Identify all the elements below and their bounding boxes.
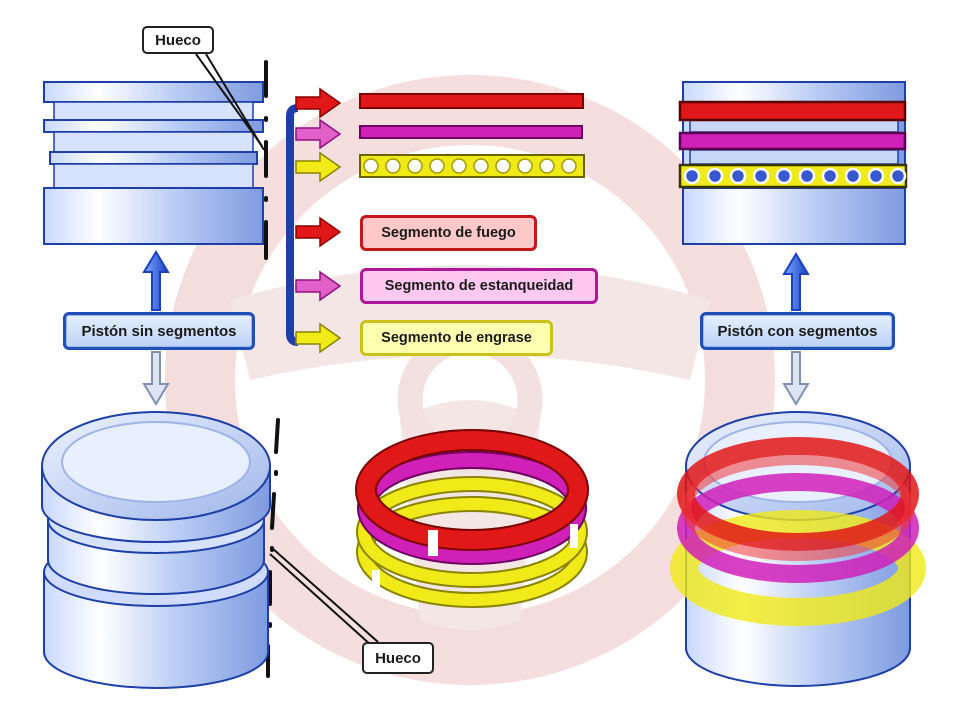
piston-3d-with-rings [670,411,926,687]
seal-ring-label: Segmento de estanqueidad [360,268,598,304]
piston-without-rings-label: Pistón sin segmentos [63,312,255,350]
oil-ring-section [359,154,585,178]
arrow-to-seal-ring [295,118,342,150]
hueco-bottom-leader [269,547,379,647]
piston-with-rings-label: Pistón con segmentos [700,312,895,350]
hueco-top-callout: Hueco [142,26,214,54]
seal-ring-section [359,125,583,139]
rings-3d-exploded [355,429,589,608]
arrow-to-fire-label [295,216,342,248]
double-arrow-right [782,252,810,406]
piston-section-without-rings [43,81,264,245]
fire-ring-section [359,93,584,109]
double-arrow-left [142,250,170,406]
hueco-top-leader [195,53,265,151]
arrow-to-oil-ring [295,151,342,183]
piston-section-with-rings [678,81,908,245]
fire-ring-label: Segmento de fuego [360,215,537,251]
oil-ring-label: Segmento de engrase [360,320,553,356]
arrow-to-fire-ring [295,87,342,119]
bracket-line [286,104,299,346]
arrow-to-seal-label [295,270,342,302]
hueco-bottom-callout: Hueco [362,642,434,674]
watermark-logo [165,75,775,685]
arrow-to-oil-label [295,322,342,354]
piston-3d-without-rings [41,411,271,689]
